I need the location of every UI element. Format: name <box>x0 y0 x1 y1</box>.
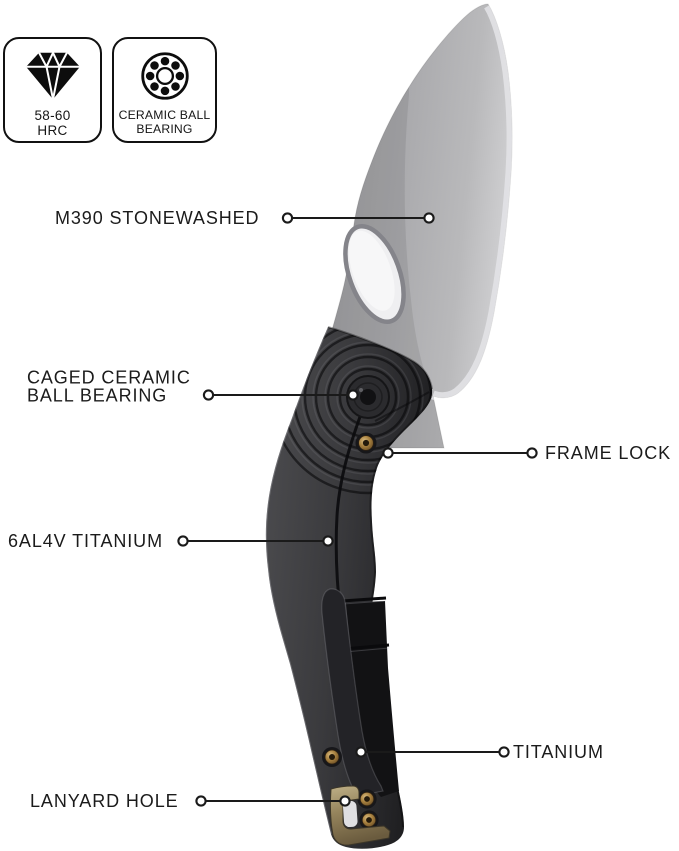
ball-bearing-icon <box>140 52 189 100</box>
leader-lines <box>188 216 527 803</box>
label-pivot-bearing-line1: CAGED CERAMIC <box>27 367 191 387</box>
leader-dot <box>177 535 189 547</box>
label-lanyard: LANYARD HOLE <box>30 790 179 811</box>
leader-dot <box>202 389 215 401</box>
butt-screw-upper <box>357 789 377 809</box>
leader-dot <box>355 746 367 758</box>
hardness-value: 58-60 <box>34 108 71 123</box>
diamond-icon <box>25 50 80 100</box>
leader-dot <box>382 447 394 459</box>
bearing-badge: CERAMIC BALL BEARING <box>112 37 217 143</box>
leader-dot <box>339 795 351 807</box>
bearing-badge-line1: CERAMIC BALL <box>118 108 211 122</box>
leader-dot <box>526 447 538 459</box>
leader-dot <box>322 535 334 547</box>
label-pivot-bearing: CAGED CERAMIC BALL BEARING <box>27 368 191 405</box>
label-blade-steel: M390 STONEWASHED <box>55 207 260 228</box>
leader-dot <box>347 389 359 401</box>
leader-dot <box>281 212 294 224</box>
lockbar-top-cut <box>374 391 430 422</box>
blade-edge-bevel <box>431 4 512 402</box>
hardness-badge: 58-60 HRC <box>3 37 102 143</box>
knife-blade <box>331 3 513 449</box>
blade-thumb-hole <box>343 223 406 325</box>
handle-left-rimlight <box>265 327 332 835</box>
knife-handle <box>265 326 433 849</box>
lockbar-relief-cuts <box>341 596 390 653</box>
butt-screw-lower <box>359 810 379 830</box>
label-backspacer-material: TITANIUM <box>513 741 604 762</box>
hardness-unit: HRC <box>37 123 68 138</box>
handle-screw <box>322 747 342 767</box>
leader-endpoints <box>177 212 538 807</box>
leader-dot <box>195 795 207 807</box>
leader-dot <box>498 746 510 758</box>
lockbar-screw <box>355 432 377 454</box>
label-frame-lock: FRAME LOCK <box>545 442 672 463</box>
label-pivot-bearing-line2: BALL BEARING <box>27 385 168 406</box>
label-handle-material: 6AL4V TITANIUM <box>8 530 163 551</box>
leader-dot <box>423 212 435 224</box>
bearing-badge-line2: BEARING <box>136 122 193 136</box>
handle-top-edge <box>327 326 433 390</box>
lanyard-hole-slot <box>342 800 358 828</box>
clip-recess <box>346 601 399 797</box>
